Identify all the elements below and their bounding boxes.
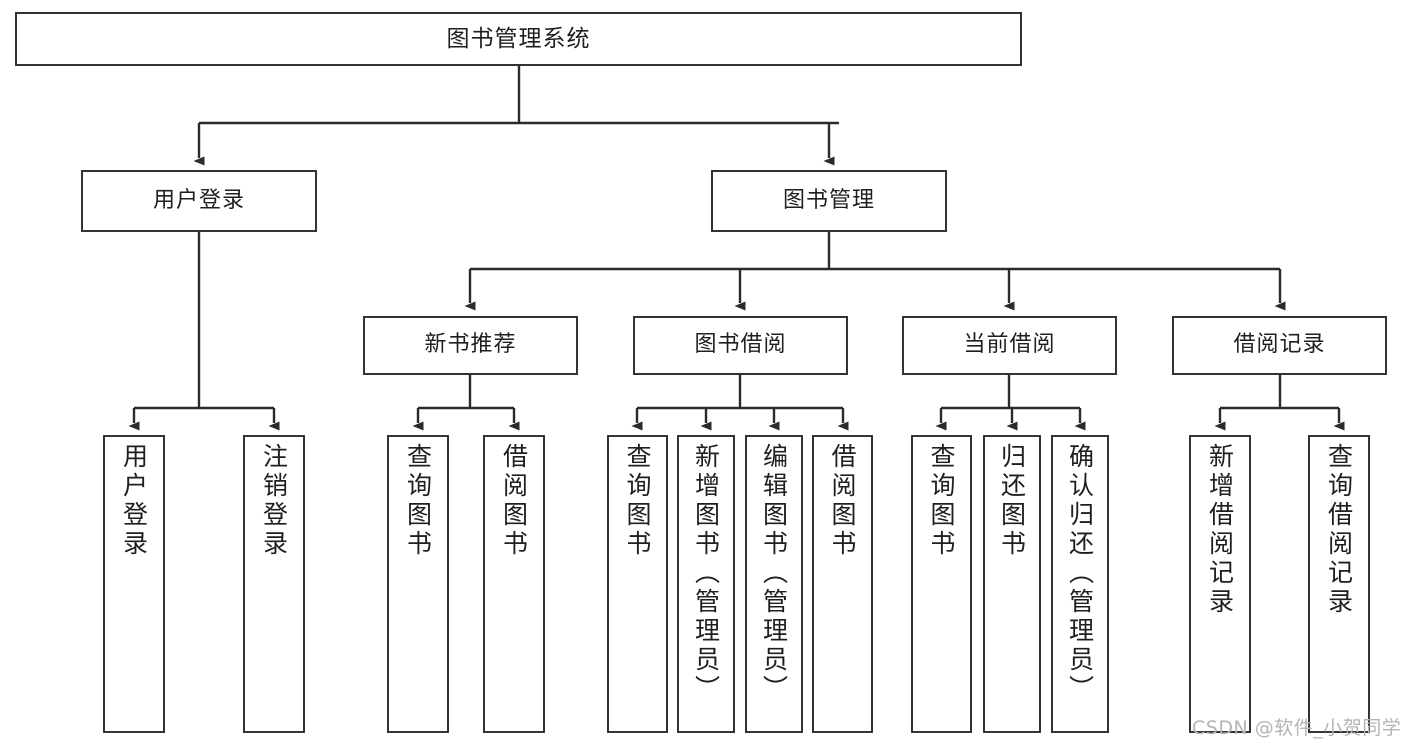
node-new-book-recommend-label: 新书推荐: [424, 332, 517, 358]
leaf-node[interactable]: 查询借阅记录: [1308, 435, 1370, 733]
leaf-node-label: 确认归还（管理员）: [1065, 443, 1095, 704]
node-current-borrow[interactable]: 当前借阅: [902, 316, 1117, 375]
leaf-node[interactable]: 查询图书: [387, 435, 449, 733]
leaf-node[interactable]: 查询图书: [911, 435, 972, 733]
leaf-node[interactable]: 查询图书: [607, 435, 668, 733]
node-root-system[interactable]: 图书管理系统: [15, 12, 1022, 66]
node-user-login-label: 用户登录: [152, 187, 245, 213]
node-new-book-recommend[interactable]: 新书推荐: [363, 316, 578, 375]
node-root-label: 图书管理系统: [446, 25, 591, 52]
node-current-borrow-label: 当前借阅: [963, 332, 1056, 358]
leaf-node-label: 查询借阅记录: [1324, 443, 1354, 617]
node-book-management[interactable]: 图书管理: [711, 170, 947, 232]
node-user-login[interactable]: 用户登录: [81, 170, 317, 232]
leaf-node[interactable]: 确认归还（管理员）: [1051, 435, 1109, 733]
node-book-borrow[interactable]: 图书借阅: [633, 316, 848, 375]
leaf-node-label: 新增借阅记录: [1205, 443, 1235, 617]
node-book-management-label: 图书管理: [782, 187, 875, 213]
leaf-node[interactable]: 注销登录: [243, 435, 305, 733]
leaf-node[interactable]: 新增图书（管理员）: [677, 435, 735, 733]
leaf-node[interactable]: 编辑图书（管理员）: [745, 435, 803, 733]
leaf-node[interactable]: 借阅图书: [812, 435, 873, 733]
node-book-borrow-label: 图书借阅: [694, 332, 787, 358]
leaf-node-label: 归还图书: [997, 443, 1027, 559]
leaf-node-label: 借阅图书: [828, 443, 857, 559]
leaf-node-label: 注销登录: [259, 443, 289, 559]
leaf-node[interactable]: 借阅图书: [483, 435, 545, 733]
leaf-node[interactable]: 用户登录: [103, 435, 165, 733]
leaf-node-label: 查询图书: [403, 443, 433, 559]
leaf-node[interactable]: 新增借阅记录: [1189, 435, 1251, 733]
leaf-node-label: 借阅图书: [499, 443, 529, 559]
node-borrow-record[interactable]: 借阅记录: [1172, 316, 1387, 375]
leaf-node-label: 新增图书（管理员）: [691, 443, 721, 704]
leaf-node-label: 查询图书: [623, 443, 652, 559]
leaf-node-label: 查询图书: [927, 443, 956, 559]
csdn-watermark: CSDN @软件_小贺同学: [1192, 717, 1402, 739]
leaf-node-label: 用户登录: [119, 443, 149, 559]
leaf-node-label: 编辑图书（管理员）: [759, 443, 789, 704]
node-borrow-record-label: 借阅记录: [1233, 332, 1326, 358]
leaf-node[interactable]: 归还图书: [983, 435, 1041, 733]
